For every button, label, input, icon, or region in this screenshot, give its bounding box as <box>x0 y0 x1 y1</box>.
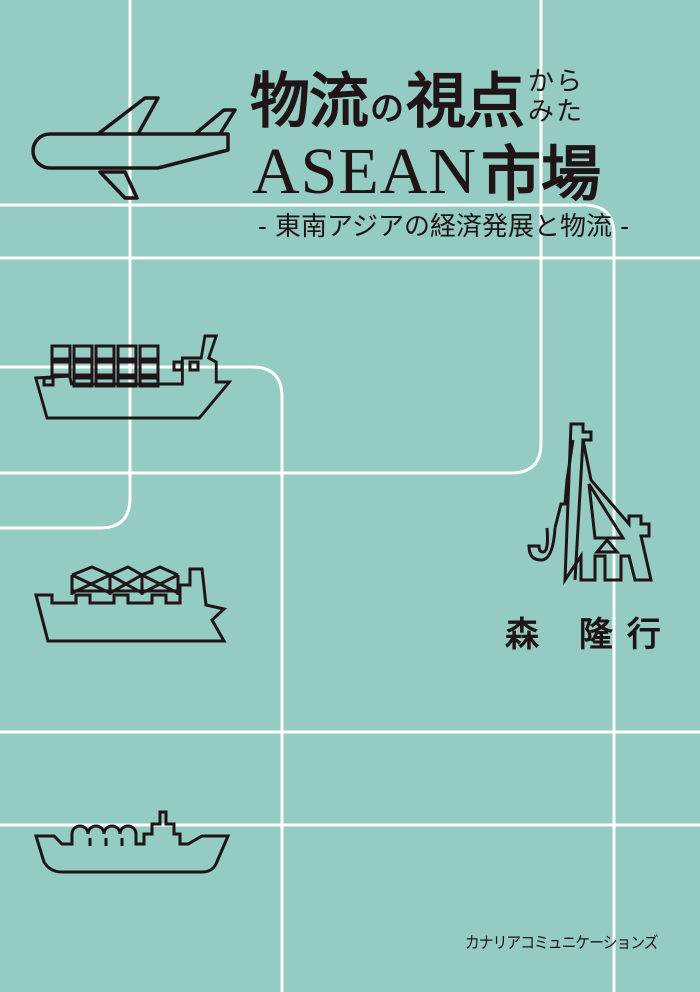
lng-tanker-icon <box>33 810 231 874</box>
subtitle: - 東南アジアの経済発展と物流 - <box>258 212 630 242</box>
author-name: 森 隆行 <box>505 615 675 655</box>
container-ship-icon <box>33 334 232 420</box>
title-part-2: 視点 <box>406 67 525 137</box>
port-crane-icon <box>527 422 653 586</box>
title-small-top: から <box>528 67 585 98</box>
title-small-bottom: みた <box>528 97 585 128</box>
title-part-1: 物流 <box>250 67 369 137</box>
airplane-icon <box>31 96 237 200</box>
publisher-name: カナリアコミュニケーションズ <box>465 933 659 952</box>
title-market: 市場 <box>481 140 602 210</box>
bulk-carrier-icon <box>34 565 228 643</box>
title-asean: ASEAN <box>252 135 478 208</box>
title-particle: の <box>370 89 404 129</box>
title-line-1: 物流 の 視点 から みた <box>250 52 584 132</box>
title-line-2: ASEAN 市場 <box>252 135 602 210</box>
title-small-stack: から みた <box>528 67 585 128</box>
